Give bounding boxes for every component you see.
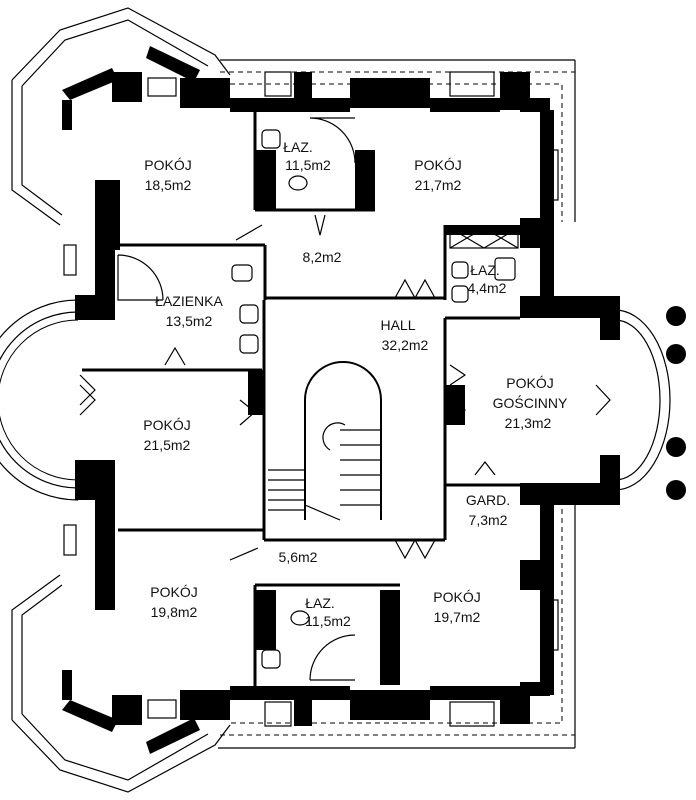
room-label-pokoj-ne: POKÓJ xyxy=(414,157,461,173)
staircase xyxy=(268,361,382,521)
room-label-pokoj-nw: POKÓJ xyxy=(144,157,191,173)
room-label-lazienka: ŁAZIENKA xyxy=(155,293,223,309)
entrance-dot xyxy=(666,437,686,457)
west-bay xyxy=(0,299,79,501)
fixtures xyxy=(231,129,516,669)
entrance-dot xyxy=(666,480,686,500)
room-area-hall: 32,2m2 xyxy=(382,337,429,353)
room-label-pokoj-sw: POKÓJ xyxy=(150,584,197,600)
interior-walls xyxy=(82,112,520,690)
room-area-laz-south: 11,5m2 xyxy=(305,613,351,629)
room-labels: POKÓJ 18,5m2 ŁAZ. 11,5m2 POKÓJ 21,7m2 8,… xyxy=(143,139,568,629)
room-label-pokoj-se: POKÓJ xyxy=(433,589,480,605)
terrace-outline xyxy=(218,59,576,749)
east-bay xyxy=(614,309,671,491)
room-area-gard: 7,3m2 xyxy=(469,512,508,528)
room-area-corridor-north: 8,2m2 xyxy=(303,249,342,265)
doors xyxy=(79,117,611,681)
room-area-laz-north: 11,5m2 xyxy=(285,157,331,173)
entrance-dot xyxy=(666,344,686,364)
room-label-laz-north: ŁAZ. xyxy=(283,139,313,155)
room-label-laz-east: ŁAZ. xyxy=(470,262,500,278)
room-label-hall: HALL xyxy=(380,317,415,333)
room-area-pokoj-nw: 18,5m2 xyxy=(145,177,192,193)
closets xyxy=(381,227,519,685)
north-west-tower xyxy=(11,7,231,226)
exterior-walls xyxy=(75,72,620,726)
entrance-markers xyxy=(666,306,686,500)
south-west-tower xyxy=(11,574,231,793)
room-label-laz-south: ŁAZ. xyxy=(305,595,335,611)
room-area-corridor-south: 5,6m2 xyxy=(279,549,318,565)
room-area-pokoj-west: 21,5m2 xyxy=(144,437,191,453)
room-area-lazienka: 13,5m2 xyxy=(166,313,213,329)
room-label-pokoj-west: POKÓJ xyxy=(143,417,190,433)
room-area-pokoj-ne: 21,7m2 xyxy=(415,177,462,193)
room-area-pokoj-goscinny: 21,3m2 xyxy=(505,415,552,431)
room-area-pokoj-se: 19,7m2 xyxy=(434,609,481,625)
room-area-pokoj-sw: 19,8m2 xyxy=(151,604,198,620)
windows xyxy=(63,71,559,727)
room-area-laz-east: 4,4m2 xyxy=(468,280,507,296)
room-label-gard: GARD. xyxy=(466,492,510,508)
room-label-pokoj-goscinny-1: POKÓJ xyxy=(506,375,553,391)
room-label-pokoj-goscinny-2: GOŚCINNY xyxy=(493,394,568,411)
entrance-dot xyxy=(666,306,686,326)
